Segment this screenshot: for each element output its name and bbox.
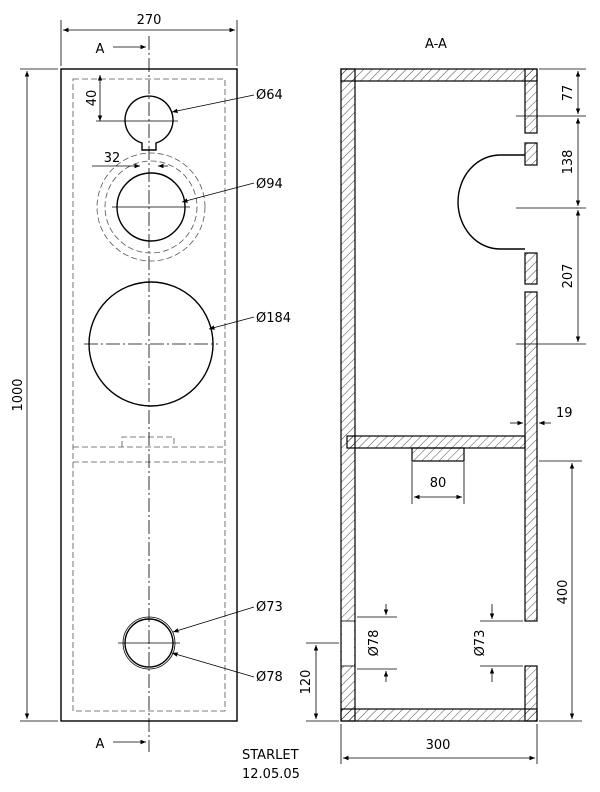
- dim-lower-label: 207: [561, 264, 576, 289]
- tweeter-offset-label: 32: [104, 151, 121, 166]
- drawing-date: 12.05.05: [242, 767, 300, 782]
- midrange-chamber: [457, 154, 525, 250]
- brace-width-label: 80: [430, 476, 447, 491]
- panel-thickness-label: 19: [556, 406, 573, 421]
- front-view: 270 1000 A A 40 32 Ø64 Ø94 Ø184 Ø73 Ø78: [11, 13, 291, 752]
- drawing-name: STARLET: [242, 748, 299, 763]
- dim-mid-label: 138: [561, 150, 576, 175]
- midrange-diameter-label: Ø94: [256, 177, 283, 192]
- tweeter-depth-label: 40: [85, 90, 100, 107]
- section-view: A-A 300 77 138 207: [299, 37, 586, 764]
- port-outer-section-label: Ø78: [367, 630, 382, 657]
- section-marker-bottom: A: [96, 737, 105, 752]
- tweeter-hole: [120, 95, 178, 151]
- port-inner-diameter-label: Ø73: [256, 600, 283, 615]
- woofer-hole: [84, 281, 218, 407]
- section-marker-top: A: [96, 42, 105, 57]
- section-width-label: 300: [426, 738, 451, 753]
- chamber-height-label: 400: [556, 580, 571, 605]
- front-width-label: 270: [137, 13, 162, 28]
- woofer-diameter-label: Ø184: [256, 311, 291, 326]
- port-inner-section-label: Ø73: [473, 630, 488, 657]
- midrange-hole: [96, 152, 206, 262]
- port-hole: [118, 616, 180, 670]
- port-height-label: 120: [299, 670, 314, 695]
- tweeter-diameter-label: Ø64: [256, 88, 283, 103]
- dim-top-label: 77: [561, 85, 576, 102]
- front-height-label: 1000: [11, 378, 26, 411]
- title-block: STARLET 12.05.05: [242, 748, 300, 782]
- front-panel-hidden-outline: [72, 78, 226, 712]
- port-outer-diameter-label: Ø78: [256, 670, 283, 685]
- section-title: A-A: [425, 37, 447, 52]
